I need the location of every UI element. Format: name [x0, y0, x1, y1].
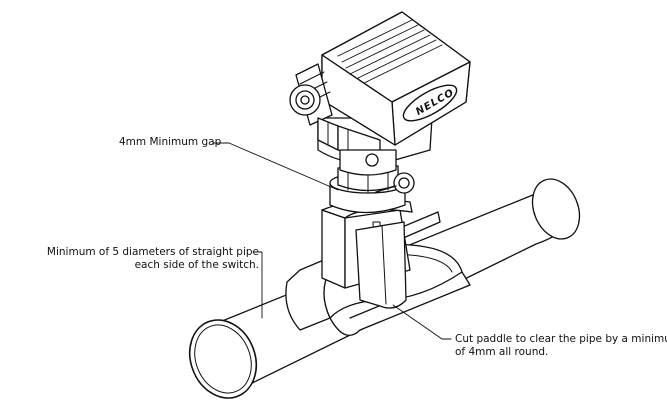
- paddle-clearance-annotation-line2: of 4mm all round.: [455, 346, 549, 358]
- straight-pipe-annotation-line1: Minimum of 5 diameters of straight pipe: [46, 246, 259, 258]
- straight-pipe-annotation-line2: each side of the switch.: [134, 259, 259, 271]
- gap-annotation-text: 4mm Minimum gap: [119, 136, 222, 148]
- straight-pipe-annotation: Minimum of 5 diameters of straight pipe …: [8, 246, 259, 272]
- paddle-clearance-annotation-line1: Cut paddle to clear the pipe by a minimu…: [455, 333, 667, 345]
- paddle: [355, 221, 407, 309]
- paddle-leader: [392, 304, 452, 340]
- gap-annotation: 4mm Minimum gap: [119, 136, 221, 149]
- paddle-clearance-annotation: Cut paddle to clear the pipe by a minimu…: [455, 333, 667, 359]
- switch-housing: [289, 11, 471, 176]
- gap-leader: [212, 142, 339, 191]
- pipe-leader: [252, 251, 263, 319]
- callout-leaders: [212, 142, 452, 340]
